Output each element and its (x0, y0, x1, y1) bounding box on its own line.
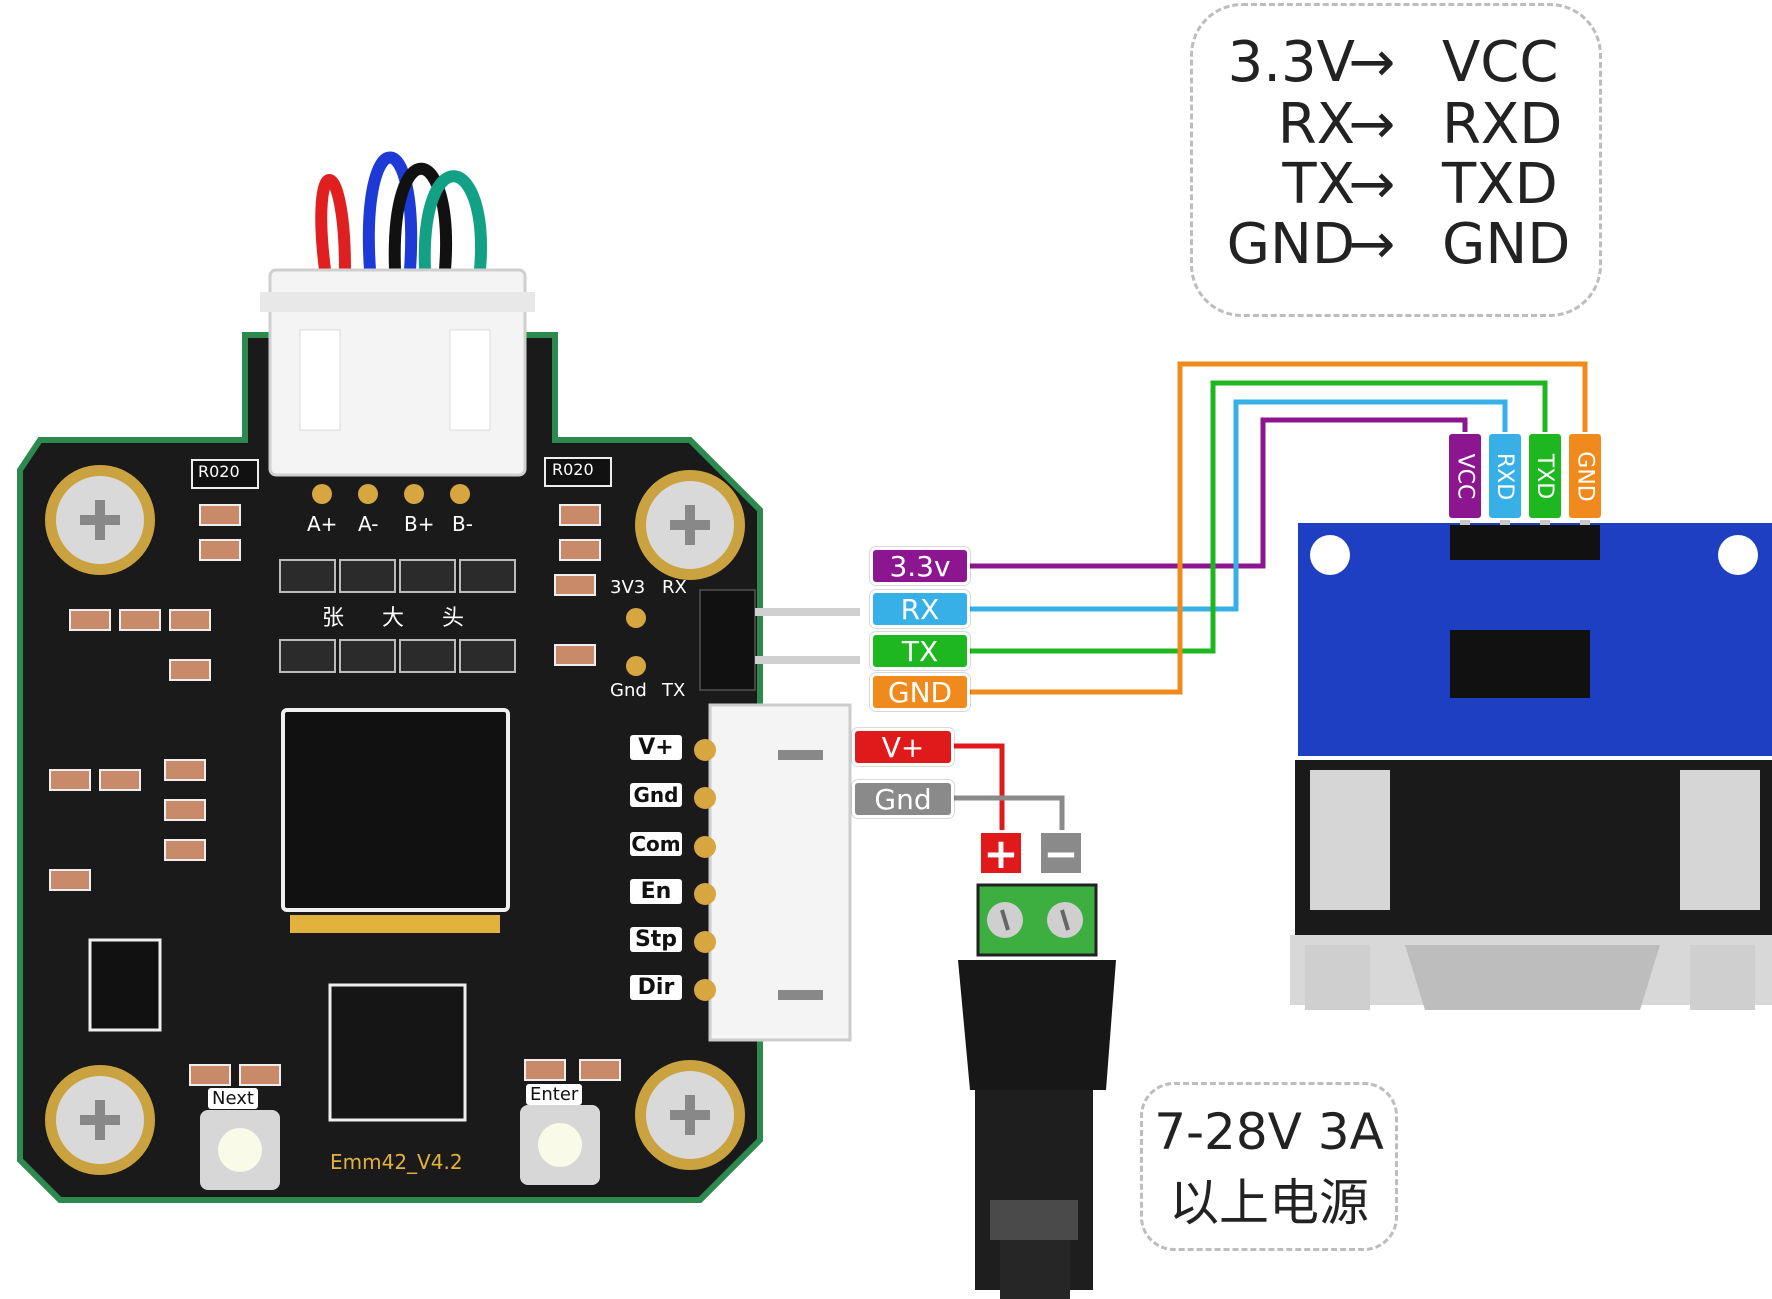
side-pin-vplus: V+ (630, 735, 682, 760)
button-label-next: Next (208, 1088, 258, 1109)
header-label-tx: TX (662, 680, 686, 701)
module-pin-rxd-label: RXD (1492, 452, 1518, 500)
board-model-label: Emm42_V4.2 (330, 1150, 463, 1174)
power-note-line2: 以上电源 (1169, 1174, 1369, 1232)
screw-top-right (635, 470, 745, 580)
side-pin-com: Com (630, 832, 682, 856)
wire-label-3v3: 3.3v (870, 547, 970, 585)
mapping-target: RXD (1442, 92, 1563, 157)
power-label-gnd: Gnd (852, 780, 954, 818)
driver-board (17, 268, 860, 1203)
motor-pin-a-minus: A- (358, 512, 379, 536)
mapping-target: GND (1442, 212, 1571, 277)
brand-char-2: 大 (382, 606, 405, 631)
module-pin-vcc: VCC (1447, 432, 1483, 520)
screw-bottom-right (635, 1060, 745, 1170)
mapping-source: 3.3V (1227, 30, 1355, 95)
mapping-target: VCC (1442, 30, 1559, 95)
pin-mapping-callout (1190, 3, 1602, 317)
side-pin-gnd: Gnd (630, 783, 682, 807)
mapping-arrow: → (1348, 212, 1396, 277)
serial-wires (965, 361, 1588, 695)
module-pin-txd: TXD (1527, 432, 1563, 520)
wire-label-tx: TX (870, 632, 970, 670)
mapping-source: GND (1226, 212, 1355, 277)
header-label-gnd: Gnd (610, 680, 647, 701)
dc-jack (958, 883, 1116, 1299)
mapping-arrow: → (1348, 152, 1396, 217)
power-note-line1: 7-28V 3A (1154, 1103, 1384, 1161)
motor-pin-b-minus: B- (452, 512, 473, 536)
module-pin-txd-label: TXD (1532, 453, 1558, 499)
mapping-arrow: → (1348, 92, 1396, 157)
positive-terminal-icon: + (978, 829, 1024, 878)
brand-char-3: 头 (442, 606, 465, 631)
screw-bottom-left (45, 1065, 155, 1175)
module-pin-gnd: GND (1567, 432, 1603, 520)
wire-label-gnd: GND (870, 673, 970, 711)
side-pin-dir: Dir (630, 975, 682, 1000)
negative-terminal-icon: − (1038, 829, 1084, 878)
resistor-right-label: R020 (552, 460, 594, 479)
power-label-vplus: V+ (852, 728, 954, 766)
module-pin-gnd-label: GND (1572, 450, 1598, 502)
power-wires (952, 743, 1065, 830)
mapping-source: TX (1282, 152, 1355, 217)
header-label-3v3: 3V3 (610, 577, 646, 598)
mapping-target: TXD (1442, 152, 1558, 217)
wire-label-rx: RX (870, 590, 970, 628)
module-pin-vcc-label: VCC (1452, 453, 1478, 499)
side-pin-stp: Stp (630, 927, 682, 952)
brand-char-1: 张 (322, 606, 345, 631)
mapping-source: RX (1277, 92, 1355, 157)
resistor-left-label: R020 (198, 462, 240, 481)
module-pin-rxd: RXD (1487, 432, 1523, 520)
button-label-enter: Enter (526, 1084, 583, 1105)
mapping-arrow: → (1348, 30, 1396, 95)
header-label-rx: RX (662, 577, 687, 598)
power-note-callout (1140, 1082, 1398, 1251)
motor-pin-a-plus: A+ (307, 512, 338, 536)
motor-cable (315, 151, 487, 271)
side-pin-en: En (630, 879, 682, 904)
motor-pin-b-plus: B+ (404, 512, 435, 536)
rs232-module (1290, 455, 1772, 1010)
screw-top-left (45, 465, 155, 575)
